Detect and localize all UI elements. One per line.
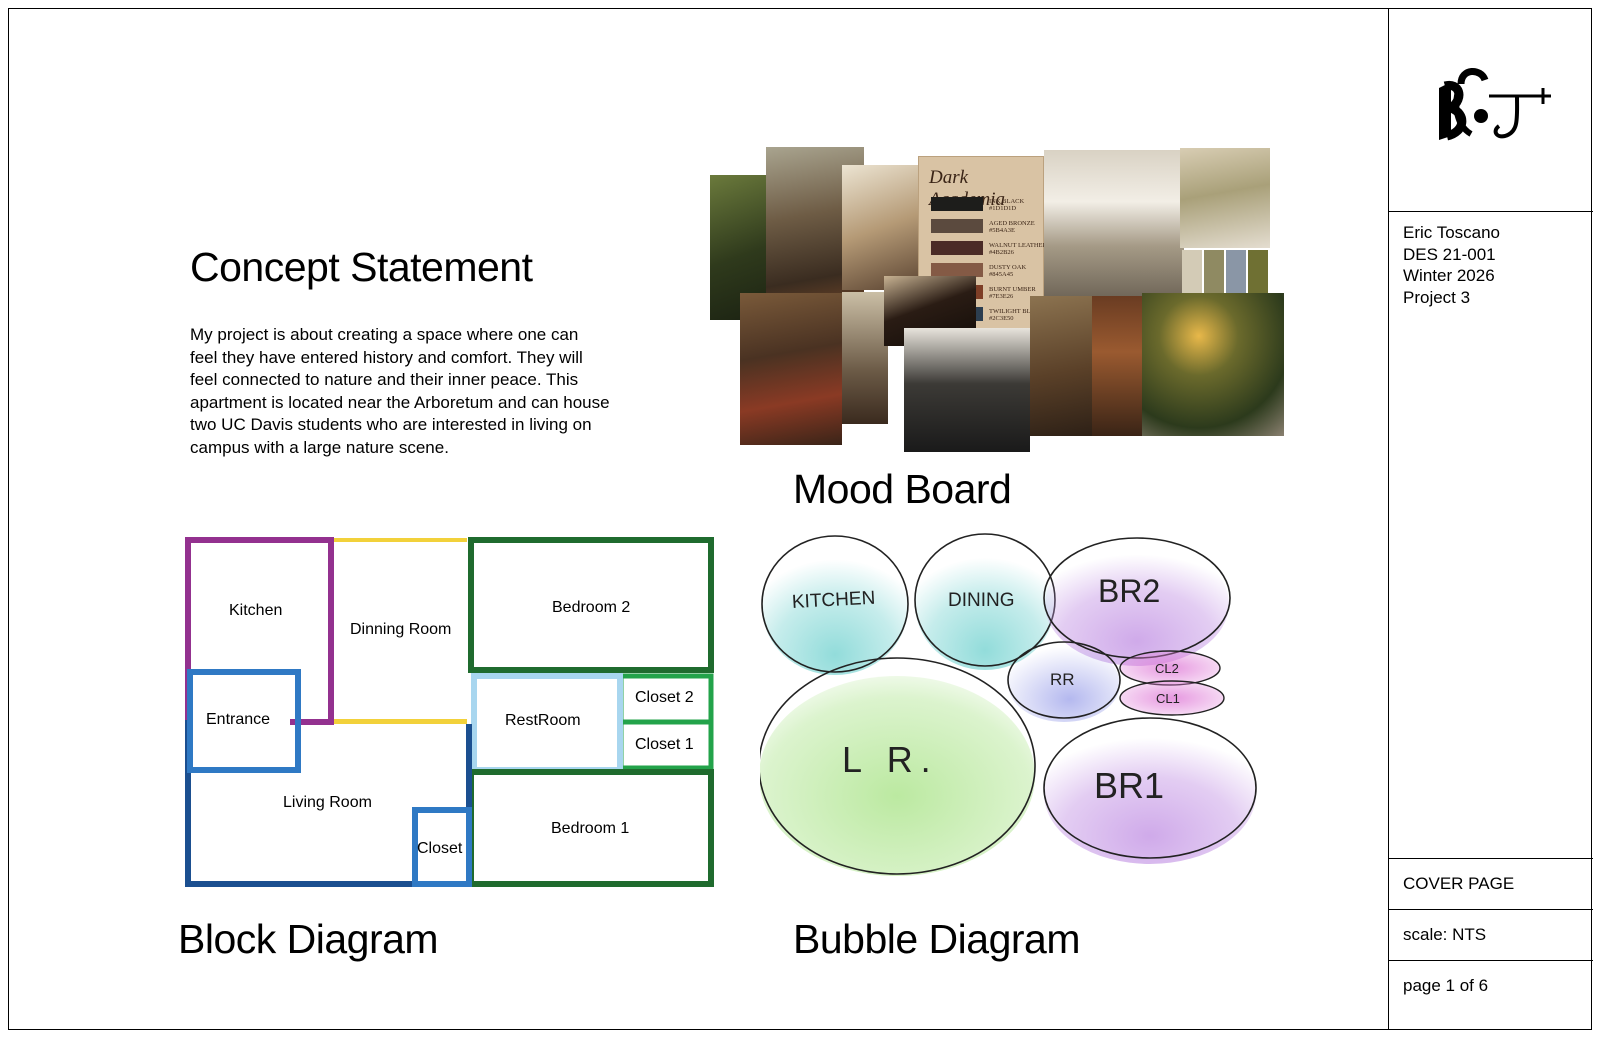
bubble-cl1 — [1119, 680, 1225, 716]
block-diagram — [185, 537, 714, 887]
mood-image-reading-nook — [1030, 296, 1092, 436]
block-label-kitchen: Kitchen — [229, 602, 283, 619]
signature-logo-icon — [1439, 68, 1551, 141]
term: Winter 2026 — [1403, 266, 1495, 285]
palette-label: DUSTY OAK — [989, 264, 1027, 271]
drawing-sheet-border — [8, 8, 1592, 1030]
bubble-lr — [760, 657, 1036, 876]
mood-image-staircase-hall — [842, 165, 920, 290]
palette-code: #5B4A3E — [989, 227, 1015, 234]
block-label-living: Living Room — [283, 794, 372, 811]
concept-statement-title: Concept Statement — [190, 244, 533, 290]
mood-image-bookshelves — [1092, 296, 1146, 436]
bubble-kitchen — [761, 535, 909, 675]
mood-image-arched-mural — [1180, 148, 1270, 248]
palette-code: #7E3E26 — [989, 293, 1014, 300]
scale-text: scale: NTS — [1403, 925, 1487, 944]
student-name: Eric Toscano — [1403, 223, 1501, 242]
block-dining-lower-yellow — [333, 719, 467, 724]
mood-image-bright-living-room — [1044, 150, 1184, 298]
color-swatch — [1182, 250, 1202, 300]
bubble-label-dining: DINING — [948, 590, 1015, 611]
bubble-label-br2: BR2 — [1098, 573, 1160, 609]
bubble-br1 — [1043, 717, 1257, 864]
palette-row: WALNUT LEATHER#4B2B26 — [931, 241, 1047, 257]
block-label-closet1: Closet 1 — [635, 736, 694, 753]
title-block-logo-cell — [1389, 8, 1593, 212]
palette-code: #845A45 — [989, 271, 1014, 278]
bubble-label-cl1: CL1 — [1156, 691, 1180, 706]
bubble-rr — [1007, 641, 1121, 722]
mood-board-title: Mood Board — [793, 466, 1012, 512]
palette-label: AGED BRONZE — [989, 220, 1035, 227]
page-number-cell: page 1 of 6 — [1389, 960, 1593, 1011]
color-swatch — [1226, 250, 1246, 300]
palette-row: INK BLACK#1D1D1D — [931, 197, 1039, 213]
mood-image-warm-parlor — [740, 293, 842, 445]
palette-code: #4B2B26 — [989, 249, 1014, 256]
palette-label: BURNT UMBER — [989, 286, 1036, 293]
block-label-dining: Dinning Room — [350, 621, 452, 638]
scale-cell: scale: NTS — [1389, 909, 1593, 960]
bubble-diagram-title: Bubble Diagram — [793, 916, 1081, 962]
block-living-room-outline — [185, 720, 472, 887]
bubble-label-lr: L R. — [842, 739, 939, 780]
palette-label: TWILIGHT BLUE — [989, 308, 1040, 315]
palette-label: INK BLACK — [989, 198, 1025, 205]
bubble-label-rr: RR — [1050, 670, 1075, 689]
block-kitchen-dining-yellow-band — [333, 538, 467, 542]
mood-image-hallway-painting — [842, 292, 888, 424]
bubble-diagram: KITCHEN DINING BR2 RR CL2 CL1 L R. BR1 — [760, 533, 1257, 876]
palette-swatch — [931, 219, 983, 233]
block-label-bedroom1: Bedroom 1 — [551, 820, 630, 837]
mood-image-gym — [904, 328, 1030, 452]
block-label-closet2: Closet 2 — [635, 689, 694, 706]
color-swatch — [1204, 250, 1224, 300]
title-block: Eric Toscano DES 21-001 Winter 2026 Proj… — [1388, 8, 1593, 1030]
palette-label: WALNUT LEATHER — [989, 242, 1047, 249]
bubble-label-cl2: CL2 — [1155, 661, 1179, 676]
palette-row: DUSTY OAK#845A45 — [931, 263, 1039, 279]
sheet-title-cell: COVER PAGE — [1389, 858, 1593, 909]
block-bedroom2-outline — [468, 537, 714, 673]
course-code: DES 21-001 — [1403, 244, 1496, 264]
mood-image-garden-lights — [1142, 293, 1284, 436]
palette-code: #2C3E50 — [989, 315, 1014, 322]
block-closet-outline — [412, 807, 472, 887]
palette-code: #1D1D1D — [989, 205, 1017, 212]
sheet-title: COVER PAGE — [1403, 874, 1515, 893]
palette-swatch — [931, 263, 983, 277]
title-block-info: Eric Toscano DES 21-001 Winter 2026 Proj… — [1403, 222, 1500, 308]
block-kitchen-outline — [185, 537, 334, 725]
palette-row: AGED BRONZE#5B4A3E — [931, 219, 1039, 235]
block-label-restroom: RestRoom — [505, 712, 581, 729]
block-label-bedroom2: Bedroom 2 — [552, 599, 631, 616]
bubble-label-br1: BR1 — [1094, 765, 1164, 806]
color-swatch — [1248, 250, 1268, 300]
bubble-label-kitchen: KITCHEN — [791, 588, 875, 613]
project-number: Project 3 — [1403, 287, 1471, 307]
palette-swatch — [931, 197, 983, 211]
block-label-closet: Closet — [417, 840, 463, 857]
block-diagram-title: Block Diagram — [178, 916, 439, 962]
block-label-entrance: Entrance — [206, 711, 271, 728]
color-swatch-strip — [1182, 250, 1270, 300]
page-number: page 1 of 6 — [1403, 976, 1489, 995]
concept-statement-text: My project is about creating a space whe… — [190, 325, 610, 457]
palette-swatch — [931, 241, 983, 255]
block-entrance-outline — [187, 669, 301, 773]
